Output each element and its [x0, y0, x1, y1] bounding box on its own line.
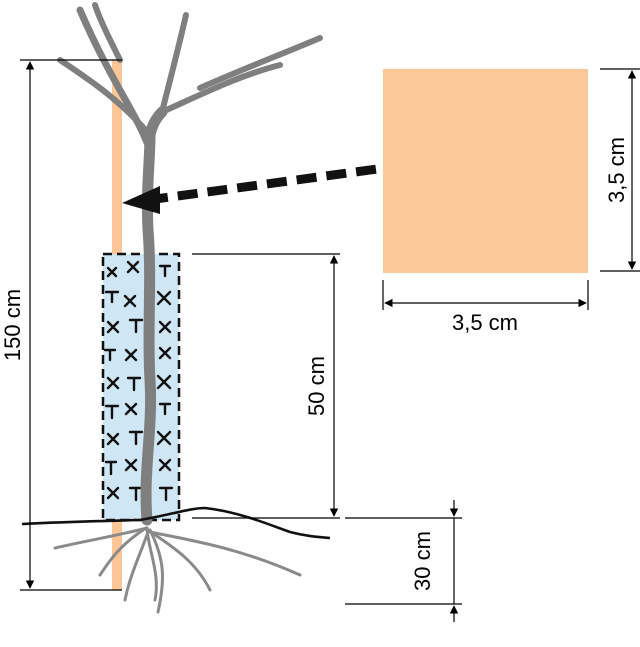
dimension-lines	[20, 59, 640, 622]
stake-cross-section	[383, 69, 588, 273]
tree-roots	[53, 526, 302, 614]
tree-guard-mesh	[103, 260, 174, 502]
young-tree	[57, 2, 323, 526]
label-guard-height: 50 cm	[304, 356, 329, 416]
label-section-width: 3,5 cm	[452, 310, 518, 335]
ground-line	[21, 506, 331, 540]
label-section-height: 3,5 cm	[604, 137, 629, 203]
label-stake-height: 150 cm	[0, 289, 25, 361]
arrowhead-left	[122, 186, 160, 214]
label-burial-depth: 30 cm	[410, 531, 435, 591]
